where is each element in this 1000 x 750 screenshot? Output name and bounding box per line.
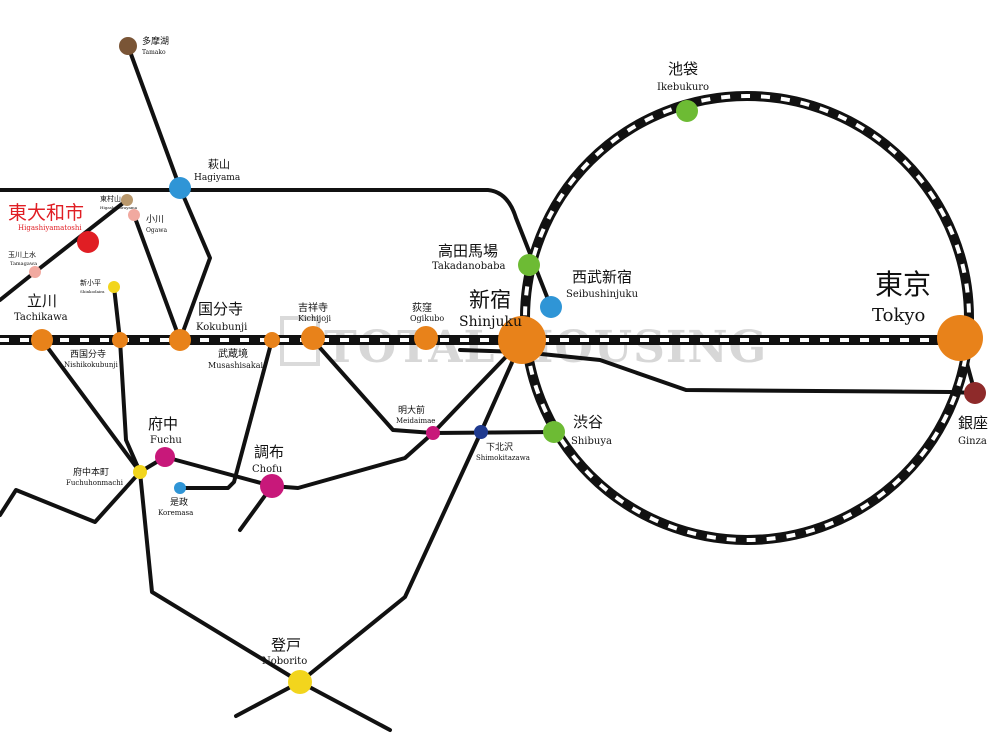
- label-kokubunji-en: Kokubunji: [196, 322, 247, 333]
- station-higashiyamatoshi[interactable]: [77, 231, 99, 253]
- label-tamagawajosui-ja: 玉川上水: [8, 250, 36, 259]
- label-ogawa-en: Ogawa: [146, 227, 167, 234]
- station-meidaimae[interactable]: [426, 426, 440, 440]
- station-koremasa[interactable]: [174, 482, 186, 494]
- station-fuchu[interactable]: [155, 447, 175, 467]
- station-chofu[interactable]: [260, 474, 284, 498]
- label-tachikawa-en: Tachikawa: [14, 312, 68, 323]
- label-shibuya-en: Shibuya: [571, 436, 612, 447]
- label-tamako-ja: 多摩湖: [142, 35, 169, 47]
- label-ogawa-ja: 小川: [146, 214, 164, 225]
- label-higashimurayama-ja: 東村山: [100, 194, 121, 203]
- station-tachikawa[interactable]: [31, 329, 53, 351]
- station-tamako[interactable]: [119, 37, 137, 55]
- label-takadanobaba-ja: 高田馬場: [438, 242, 498, 260]
- label-higashiyamatoshi-en: Higashiyamatoshi: [18, 224, 82, 232]
- station-shibuya[interactable]: [543, 421, 565, 443]
- label-fuchu-en: Fuchu: [150, 435, 182, 446]
- station-ginza[interactable]: [964, 382, 986, 404]
- label-ginza-ja: 銀座: [958, 414, 988, 432]
- station-noborito[interactable]: [288, 670, 312, 694]
- seibu-shinjuku-line: [0, 188, 553, 309]
- label-meidaimae-en: Meidaimae: [396, 417, 435, 425]
- label-meidaimae-ja: 明大前: [398, 404, 425, 416]
- station-shimokitazawa[interactable]: [474, 425, 488, 439]
- label-ikebukuro-ja: 池袋: [668, 60, 698, 78]
- station-ogawa[interactable]: [128, 209, 140, 221]
- label-tokyo-en: Tokyo: [872, 305, 925, 326]
- label-tamako-en: Tamako: [142, 49, 166, 56]
- watermark-text: TOTAL HOUSING: [324, 322, 767, 373]
- label-seibushinjuku-en: Seibushinjuku: [566, 289, 639, 300]
- label-shimokitazawa-ja: 下北沢: [486, 441, 513, 453]
- label-fuchuhonmachi-en: Fuchuhonmachi: [66, 479, 124, 487]
- label-ikebukuro-en: Ikebukuro: [657, 82, 709, 93]
- label-takadanobaba-en: Takadanobaba: [432, 261, 505, 272]
- label-shinjuku-ja: 新宿: [469, 288, 511, 312]
- label-tamagawajosui-en: Tamagawa: [10, 261, 37, 267]
- station-ogikubo[interactable]: [414, 326, 438, 350]
- label-higashimurayama-en: Higashimurayama: [100, 205, 138, 210]
- label-shinkodaira-ja: 新小平: [80, 278, 101, 287]
- station-tokyo[interactable]: [937, 315, 983, 361]
- odakyu-line: [234, 338, 524, 718]
- label-chofu-ja: 調布: [254, 443, 284, 461]
- label-noborito-ja: 登戸: [271, 636, 301, 654]
- station-hagiyama[interactable]: [169, 177, 191, 199]
- label-tokyo-ja: 東京: [875, 268, 931, 301]
- station-higashimurayama[interactable]: [121, 194, 133, 206]
- label-nishikokubunji-en: Nishikokubunji: [64, 361, 119, 369]
- label-fuchuhonmachi-ja: 府中本町: [73, 466, 109, 478]
- label-shibuya-ja: 渋谷: [573, 413, 603, 431]
- tamagawa-line: [178, 338, 274, 490]
- label-fuchu-ja: 府中: [148, 415, 178, 433]
- label-musashisakai-ja: 武蔵境: [218, 347, 248, 360]
- station-fuchuhonmachi[interactable]: [133, 465, 147, 479]
- station-tamagawajosui[interactable]: [29, 266, 41, 278]
- watermark: TOTAL HOUSING: [280, 316, 767, 373]
- station-shinjuku[interactable]: [498, 316, 546, 364]
- kokubunji-line: [132, 213, 182, 342]
- station-shinkodaira[interactable]: [108, 281, 120, 293]
- label-nishikokubunji-ja: 西国分寺: [70, 349, 106, 360]
- label-higashiyamatoshi-ja: 東大和市: [8, 202, 84, 224]
- station-ikebukuro[interactable]: [676, 100, 698, 122]
- label-seibushinjuku-ja: 西武新宿: [572, 268, 632, 286]
- label-tachikawa-ja: 立川: [27, 292, 57, 310]
- rail-lines: [0, 44, 977, 732]
- station-takadanobaba[interactable]: [518, 254, 540, 276]
- label-chofu-en: Chofu: [252, 464, 283, 475]
- station-kokubunji[interactable]: [169, 329, 191, 351]
- label-kichijoji-ja: 吉祥寺: [298, 301, 328, 314]
- label-noborito-en: Noborito: [262, 656, 307, 667]
- label-ogikubo-ja: 荻窪: [412, 301, 432, 314]
- label-shimokitazawa-en: Shimokitazawa: [476, 454, 530, 462]
- station-kichijoji[interactable]: [301, 326, 325, 350]
- label-kichijoji-en: Kichijoji: [298, 314, 332, 323]
- label-shinjuku-en: Shinjuku: [459, 314, 522, 330]
- label-musashisakai-en: Musashisakai: [208, 361, 264, 370]
- station-musashisakai[interactable]: [264, 332, 280, 348]
- label-koremasa-en: Koremasa: [158, 509, 193, 517]
- label-hagiyama-en: Hagiyama: [194, 173, 241, 183]
- label-ogikubo-en: Ogikubo: [410, 314, 444, 323]
- stations: [29, 37, 986, 694]
- station-seibushinjuku[interactable]: [540, 296, 562, 318]
- station-labels: 多摩湖 Tamako 萩山 Hagiyama 東村山 Higashimuraya…: [8, 35, 988, 667]
- nambu-line-south: [138, 470, 392, 732]
- label-hagiyama-ja: 萩山: [208, 158, 230, 171]
- inokashira-line: [311, 338, 556, 435]
- station-nishikokubunji[interactable]: [112, 332, 128, 348]
- tamako-line: [126, 44, 212, 342]
- nambu-line: [40, 338, 142, 474]
- label-ginza-en: Ginza: [958, 436, 987, 447]
- label-koremasa-ja: 是政: [170, 496, 188, 508]
- label-kokubunji-ja: 国分寺: [198, 300, 243, 318]
- label-shinkodaira-en: Shinkodaira: [80, 289, 105, 294]
